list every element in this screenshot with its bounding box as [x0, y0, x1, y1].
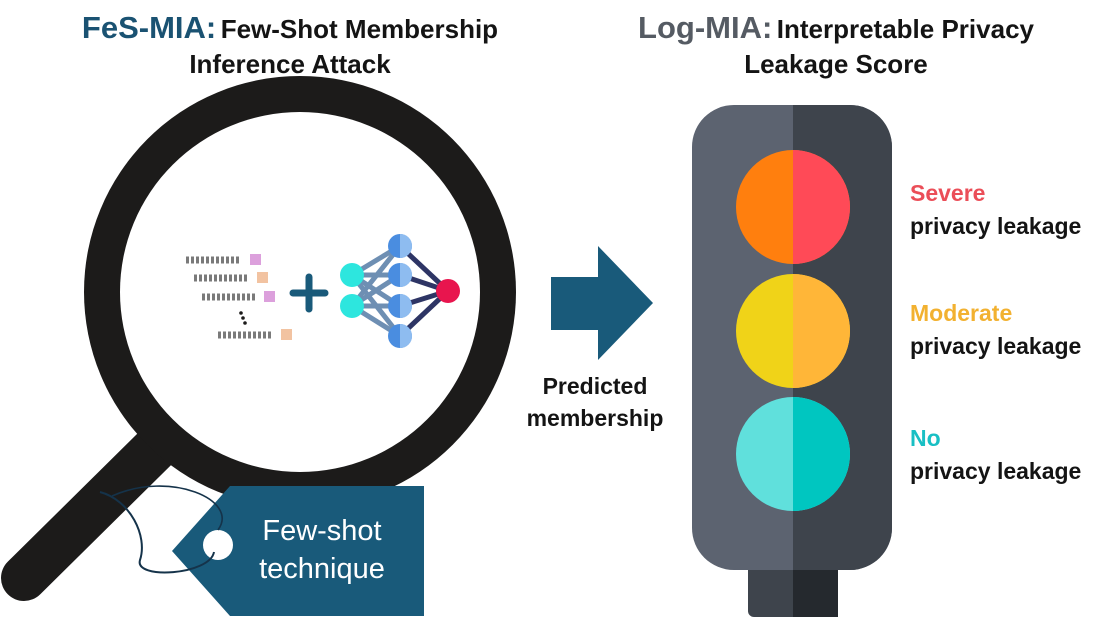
moderate-light — [736, 274, 850, 388]
moderate-level-word: Moderate — [910, 300, 1013, 326]
tag-label: Few-shot technique — [232, 513, 412, 588]
log-mia-title-line1: Interpretable Privacy — [776, 14, 1034, 44]
arrow-right-icon — [551, 246, 653, 360]
traffic-light-icon — [692, 105, 892, 617]
log-mia-accent: Log-MIA: — [638, 10, 773, 45]
fes-mia-title: FeS-MIA: Few-Shot Membership Inference A… — [20, 8, 560, 81]
arrow-caption: Predicted membership — [510, 370, 680, 434]
no-level-label: privacy leakage — [910, 458, 1082, 484]
no-level-word: No — [910, 425, 941, 451]
tag-label-line1: Few-shot — [262, 515, 382, 547]
severe-level-label: privacy leakage — [910, 213, 1082, 239]
fes-mia-title-line2: Inference Attack — [189, 48, 391, 79]
tag-label-line2: technique — [259, 552, 385, 585]
tag-shape — [172, 486, 424, 616]
data-samples-icon — [186, 254, 292, 340]
log-mia-title-line2: Leakage Score — [744, 48, 928, 79]
tag-icon — [99, 485, 424, 616]
tag-hole — [203, 530, 233, 560]
fes-mia-title-line1: Few-Shot Membership — [220, 14, 499, 44]
severe-light — [736, 150, 850, 264]
fes-mia-accent: FeS-MIA: — [81, 10, 217, 45]
no-leakage-light — [736, 397, 850, 511]
neural-network-icon — [340, 234, 460, 348]
severe-level-word: Severe — [910, 180, 986, 206]
plus-icon — [289, 273, 329, 313]
arrow-caption-line2: membership — [526, 405, 664, 432]
log-mia-title: Log-MIA: Interpretable Privacy Leakage S… — [586, 8, 1086, 81]
arrow-caption-line1: Predicted — [542, 373, 648, 399]
tag-string — [99, 491, 215, 574]
moderate-level-label: privacy leakage — [910, 333, 1082, 359]
